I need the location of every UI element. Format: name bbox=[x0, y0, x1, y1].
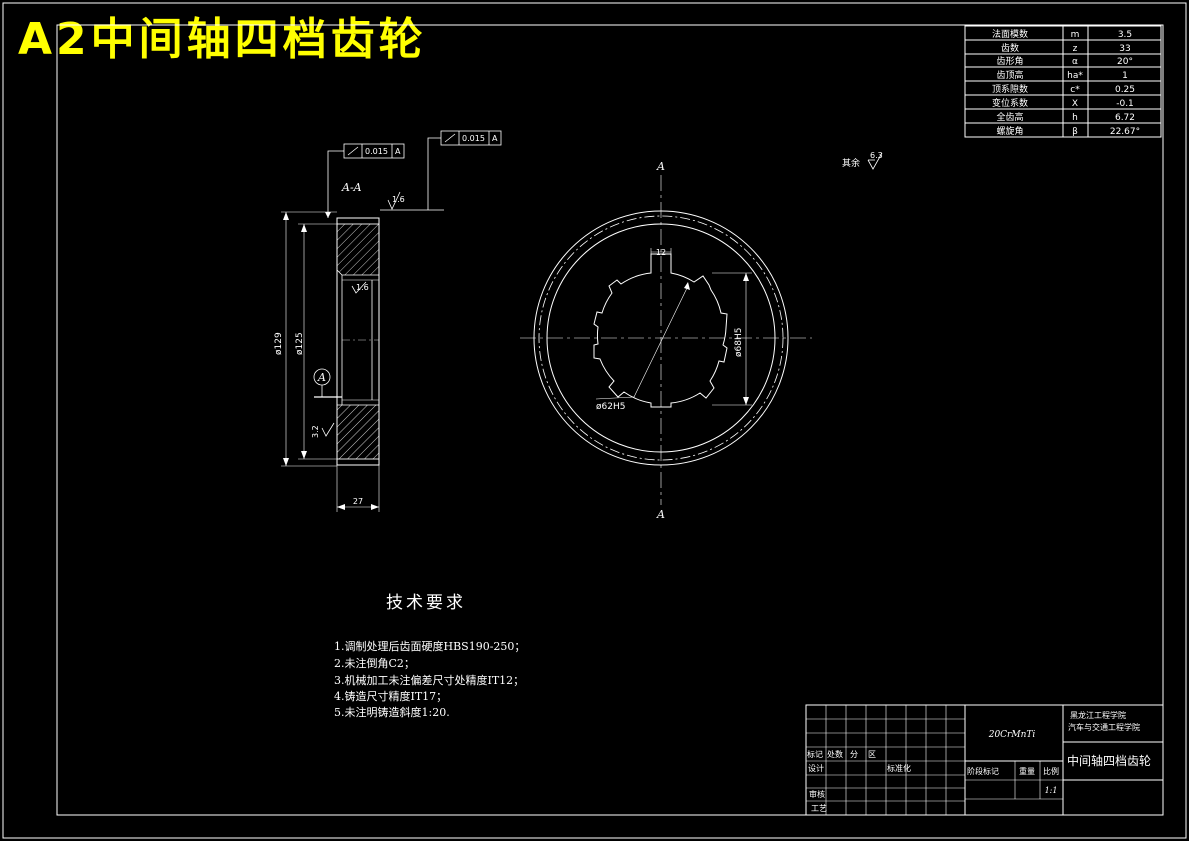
tech-requirement-item: 5.未注明铸造斜度1:20. bbox=[334, 705, 450, 719]
gear-outer-circle bbox=[533, 210, 789, 466]
param-name: 齿顶高 bbox=[996, 69, 1023, 81]
roughness-symbol-icon bbox=[867, 152, 883, 170]
revision-label: 处数 bbox=[827, 749, 843, 759]
dim-width-label: 27 bbox=[353, 497, 363, 506]
dim-inner-label: ø125 bbox=[295, 332, 305, 355]
gear-section-outline bbox=[336, 217, 380, 466]
param-symbol: m bbox=[1071, 30, 1080, 40]
param-symbol: c* bbox=[1070, 85, 1080, 95]
other-roughness-label: 其余 bbox=[842, 157, 860, 169]
part-name-label: 中间轴四档齿轮 bbox=[1067, 753, 1151, 768]
sheet-title: A2中间轴四档齿轮 bbox=[18, 14, 427, 65]
tolerance-2-datum: A bbox=[492, 134, 498, 143]
param-value: 0.25 bbox=[1115, 85, 1135, 95]
tech-requirement-item: 4.铸造尺寸精度IT17； bbox=[334, 689, 447, 703]
param-value: 20° bbox=[1117, 57, 1133, 67]
weight-label: 重量 bbox=[1019, 766, 1035, 776]
param-value: 3.5 bbox=[1118, 30, 1132, 40]
roughness-bore-icon bbox=[351, 281, 367, 294]
tech-requirement-item: 1.调制处理后齿面硬度HBS190-250； bbox=[334, 639, 525, 653]
gear-parameter-table: 法面模数 m 3.5 齿数 z 33 齿形角 α 20° 齿顶高 ha* 1 顶… bbox=[964, 25, 1162, 138]
department-label: 汽车与交通工程学院 bbox=[1068, 722, 1140, 732]
review-label: 审核 bbox=[809, 789, 825, 799]
other-roughness-value: 6.3 bbox=[870, 151, 883, 160]
roughness-top-value: 1.6 bbox=[392, 195, 405, 204]
front-view: A A 12 ø68H5 ø62H5 bbox=[520, 160, 812, 521]
param-name: 法面模数 bbox=[992, 28, 1028, 40]
runout-icon bbox=[444, 133, 456, 143]
section-mark-top: A bbox=[656, 160, 665, 173]
dim-key-label: 12 bbox=[656, 248, 666, 257]
revision-label: 分 bbox=[850, 750, 858, 759]
param-name: 变位系数 bbox=[992, 97, 1028, 109]
param-symbol: α bbox=[1072, 57, 1078, 67]
param-name: 顶系隙数 bbox=[992, 83, 1028, 95]
roughness-bore-value: 1.6 bbox=[356, 283, 369, 292]
section-view: A-A 0.015 A 0.015 A 1.6 bbox=[274, 130, 502, 512]
scale-label: 比例 bbox=[1043, 766, 1059, 776]
section-mark-bottom: A bbox=[656, 508, 665, 521]
process-label: 工艺 bbox=[811, 804, 827, 813]
standardize-label: 标准化 bbox=[887, 763, 911, 773]
param-value: -0.1 bbox=[1116, 99, 1134, 109]
dim-spline-major-label: ø68H5 bbox=[734, 328, 744, 357]
datum-label: A bbox=[317, 371, 326, 384]
section-label: A-A bbox=[341, 181, 362, 194]
spline-bore bbox=[593, 253, 728, 408]
scale-value: 1:1 bbox=[1045, 786, 1058, 795]
param-name: 齿形角 bbox=[996, 55, 1023, 67]
param-value: 6.72 bbox=[1115, 113, 1135, 123]
geometric-tolerance-frame-2: 0.015 A bbox=[380, 130, 502, 211]
geometric-tolerance-frame-1: 0.015 A bbox=[325, 143, 405, 218]
material-label: 20CrMnTi bbox=[988, 730, 1036, 740]
tech-requirement-item: 2.未注倒角C2； bbox=[334, 656, 415, 670]
param-value: 22.67° bbox=[1110, 127, 1140, 137]
other-roughness-note: 其余 6.3 bbox=[842, 151, 883, 170]
param-name: 齿数 bbox=[1001, 42, 1019, 54]
tolerance-1-datum: A bbox=[395, 147, 401, 156]
pitch-circle bbox=[538, 215, 784, 461]
roughness-bottom-icon bbox=[321, 422, 335, 437]
param-symbol: X bbox=[1072, 99, 1078, 109]
param-value: 33 bbox=[1119, 44, 1130, 54]
designer-label: 设计 bbox=[808, 763, 824, 773]
tolerance-2-value: 0.015 bbox=[462, 134, 485, 143]
roughness-bottom-value: 3.2 bbox=[311, 425, 320, 438]
runout-icon bbox=[347, 146, 359, 156]
param-symbol: ha* bbox=[1067, 71, 1083, 81]
drawing-border bbox=[56, 24, 1164, 816]
param-symbol: h bbox=[1072, 113, 1078, 123]
param-value: 1 bbox=[1122, 71, 1128, 81]
title-block: 标记 处数 分 区 设计 标准化 审核 工艺 20CrMnTi 阶段标记 重量 … bbox=[805, 704, 1164, 816]
hatched-section-top bbox=[336, 223, 380, 276]
param-name: 螺旋角 bbox=[996, 125, 1023, 137]
param-symbol: β bbox=[1072, 127, 1078, 137]
tech-requirements-heading: 技术要求 bbox=[386, 593, 466, 613]
school-label: 黑龙江工程学院 bbox=[1070, 710, 1126, 720]
revision-label: 标记 bbox=[807, 749, 823, 759]
gear-root-circle bbox=[546, 223, 776, 453]
param-name: 全齿高 bbox=[996, 111, 1023, 123]
revision-label: 区 bbox=[868, 750, 876, 759]
hatched-section-bottom bbox=[336, 404, 380, 460]
dim-line-spline-minor bbox=[633, 285, 689, 398]
tech-requirement-item: 3.机械加工未注偏差尺寸处精度IT12； bbox=[334, 673, 524, 687]
stage-label: 阶段标记 bbox=[967, 766, 999, 776]
tolerance-1-value: 0.015 bbox=[365, 147, 388, 156]
dim-spline-minor-label: ø62H5 bbox=[596, 402, 625, 412]
tech-requirements: 技术要求 1.调制处理后齿面硬度HBS190-250； 2.未注倒角C2； 3.… bbox=[334, 593, 525, 719]
param-symbol: z bbox=[1073, 44, 1078, 54]
roughness-top-icon bbox=[387, 191, 401, 210]
dim-outer-label: ø129 bbox=[274, 332, 284, 355]
